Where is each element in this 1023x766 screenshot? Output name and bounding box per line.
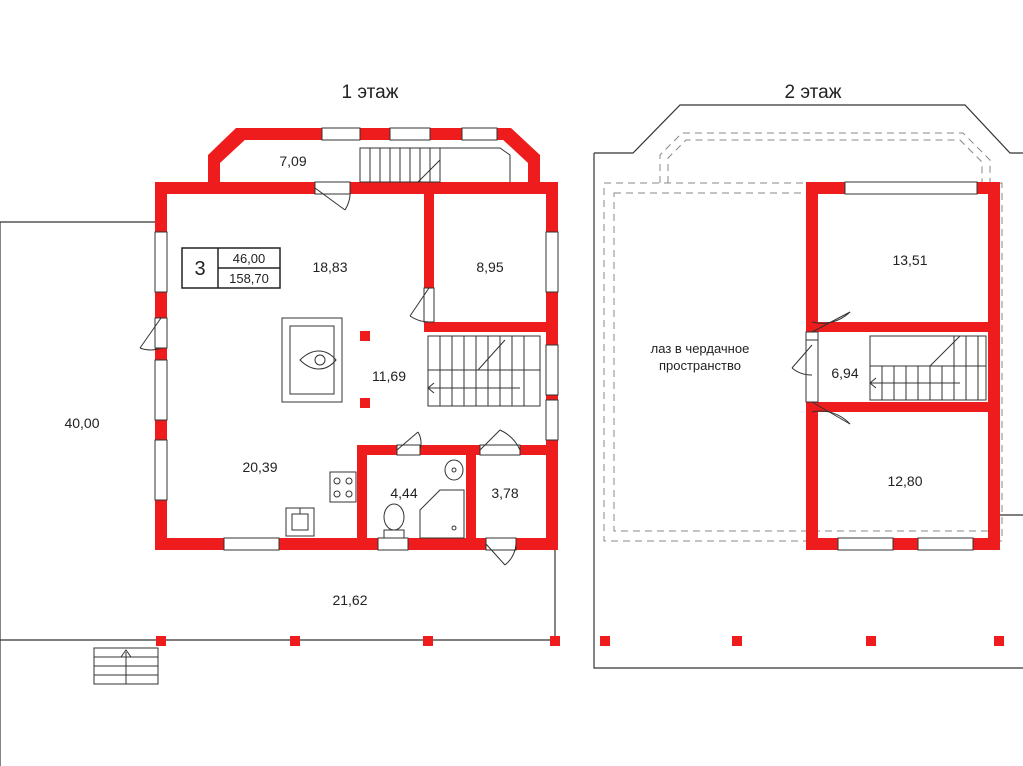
room-area-bedroom: 8,95 bbox=[476, 259, 503, 275]
badge-rooms: 3 bbox=[194, 258, 205, 280]
room-area-bedroom-top: 13,51 bbox=[892, 252, 927, 268]
room-area-hall: 11,69 bbox=[372, 368, 406, 384]
room-area-living: 18,83 bbox=[312, 259, 347, 275]
kitchen-sink bbox=[285, 507, 315, 537]
room-area-bath: 4,44 bbox=[390, 485, 417, 501]
roof-outline bbox=[593, 153, 1023, 669]
fireplace bbox=[281, 317, 343, 403]
first-floor-walls bbox=[155, 128, 560, 646]
stove bbox=[329, 471, 357, 503]
first-floor-stairs bbox=[359, 147, 541, 407]
badge-total-area: 158,70 bbox=[229, 271, 269, 286]
room-area-storage: 3,78 bbox=[491, 485, 518, 501]
first-floor: 3 46,00 158,70 1 этаж 7,09 18,83 8,95 11… bbox=[0, 82, 560, 766]
second-floor: 2 этаж 13,51 6,94 12,80 лаз в чердачное … bbox=[593, 82, 1023, 669]
second-floor-walls bbox=[600, 182, 1004, 646]
second-floor-windows bbox=[805, 181, 978, 551]
apartment-badge: 3 46,00 158,70 bbox=[181, 247, 281, 289]
second-floor-title: 2 этаж bbox=[785, 82, 842, 103]
badge-living-area: 46,00 bbox=[233, 251, 266, 266]
terrace-area-side: 40,00 bbox=[64, 415, 99, 431]
terrace-front-outline bbox=[0, 545, 556, 641]
room-area-kitchen: 20,39 bbox=[242, 459, 277, 475]
first-floor-doors bbox=[139, 187, 521, 566]
first-floor-title: 1 этаж bbox=[342, 82, 399, 103]
attic-hatch-note-line2: пространство bbox=[659, 358, 741, 373]
room-area-bay: 7,09 bbox=[279, 153, 306, 169]
room-area-hall-second: 6,94 bbox=[831, 365, 858, 381]
first-floor-windows bbox=[154, 127, 559, 551]
terrace-side-outline bbox=[0, 221, 155, 766]
shower-tray bbox=[419, 489, 465, 539]
second-floor-doors bbox=[791, 311, 851, 425]
second-floor-stairs bbox=[869, 335, 987, 401]
toilet bbox=[383, 503, 405, 539]
washbasin bbox=[444, 459, 464, 481]
entrance-steps bbox=[93, 647, 159, 685]
attic-hatch-note-line1: лаз в чердачное bbox=[651, 341, 750, 356]
room-area-bedroom-bottom: 12,80 bbox=[887, 473, 922, 489]
roof-outline-top bbox=[594, 104, 1023, 154]
terrace-area-front: 21,62 bbox=[332, 592, 367, 608]
